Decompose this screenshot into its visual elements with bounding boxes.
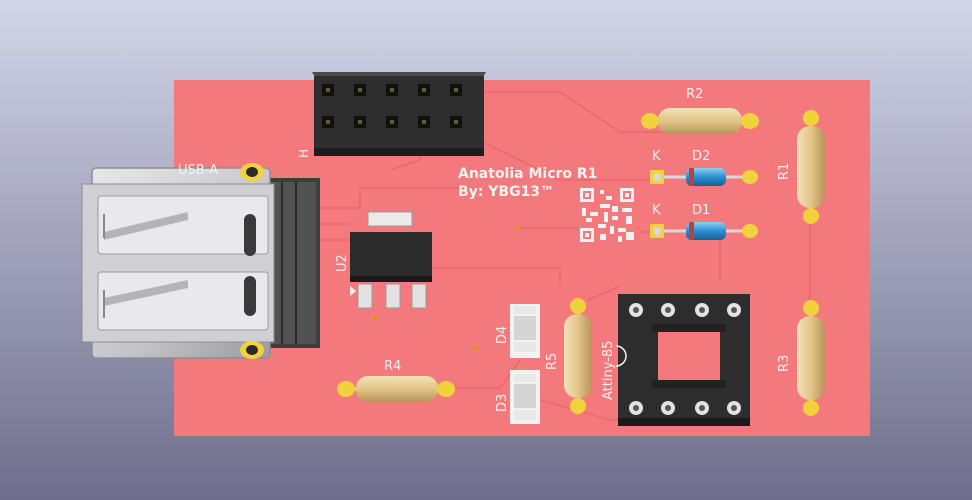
label-d1: D1 [692, 203, 710, 218]
label-attiny: Attiny-85 [601, 341, 616, 400]
usb-mount-hole-top [246, 167, 258, 177]
label-d3: D3 [495, 394, 510, 412]
label-r2: R2 [686, 87, 703, 102]
pin-header-icon[interactable] [312, 72, 486, 156]
regulator-chip-icon[interactable] [350, 211, 432, 309]
label-r5: R5 [545, 353, 560, 370]
label-usb: USB-A [178, 163, 218, 178]
resistor-r5[interactable] [564, 306, 592, 406]
usb-connector-icon[interactable] [81, 167, 320, 359]
r2-pad-b [741, 113, 759, 129]
r3-pad-b [803, 400, 819, 416]
r4-pad-a [337, 381, 355, 397]
label-d2: D2 [692, 149, 710, 164]
diode-d2[interactable] [658, 168, 750, 186]
d2-pad-k-hole [653, 173, 661, 181]
r5-pad-b [570, 398, 586, 414]
d1-pad-a [742, 224, 758, 238]
resistor-r4[interactable] [346, 376, 448, 402]
led-d3[interactable] [510, 370, 540, 424]
board-author: By: YBG13™ [458, 184, 554, 200]
vias [373, 226, 519, 350]
board-title: Anatolia Micro R1 [458, 166, 597, 182]
label-r3: R3 [777, 355, 792, 372]
r4-pad-b [437, 381, 455, 397]
resistor-r2[interactable] [650, 108, 752, 134]
pin1-marker [350, 286, 356, 296]
r3-pad-a [803, 300, 819, 316]
label-h: H [297, 149, 311, 158]
qr-code-icon [578, 186, 636, 244]
d2-pad-a [742, 170, 758, 184]
led-d4[interactable] [510, 304, 540, 358]
d1-pad-k-hole [653, 227, 661, 235]
r1-pad-b [803, 208, 819, 224]
resistor-r1[interactable] [797, 118, 825, 218]
label-d4: D4 [495, 326, 510, 344]
diode-d1[interactable] [658, 222, 750, 240]
r1-pad-a [803, 110, 819, 126]
label-k2: K [652, 149, 661, 164]
dip8-socket-icon[interactable] [618, 294, 750, 426]
resistor-r3[interactable] [797, 308, 825, 408]
label-u2: U2 [335, 254, 350, 272]
label-r1: R1 [777, 163, 792, 180]
label-r4: R4 [384, 359, 401, 374]
label-k1: K [652, 203, 661, 218]
r2-pad-a [641, 113, 659, 129]
socket-notch [615, 345, 627, 367]
r5-pad-a [570, 298, 586, 314]
usb-mount-hole-bottom [246, 345, 258, 355]
